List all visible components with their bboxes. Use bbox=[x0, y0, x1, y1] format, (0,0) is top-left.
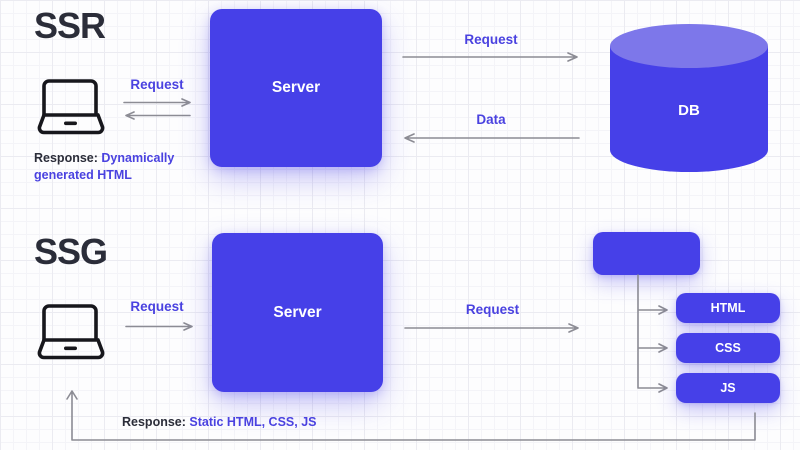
ssg-response-value: Static HTML, CSS, JS bbox=[189, 415, 317, 429]
ssr-server-label: Server bbox=[271, 79, 321, 96]
ssg-files-tree-connector bbox=[637, 274, 668, 393]
ssg-response-prefix: Response: bbox=[122, 415, 186, 429]
laptop-trackpad bbox=[64, 346, 77, 351]
ssr-server-box: Server bbox=[210, 9, 382, 167]
ssg-section-title: SSG bbox=[34, 231, 108, 272]
ssr-response-text: Response: Dynamically generated HTML bbox=[34, 150, 196, 184]
ssr-db-data-arrow bbox=[404, 133, 580, 143]
ssr-db-data-label: Data bbox=[476, 112, 506, 127]
ssg-files-request-label: Request bbox=[465, 302, 520, 317]
ssg-laptop-icon bbox=[37, 304, 105, 360]
ssr-client-request-arrow bbox=[123, 98, 191, 107]
ssr-client-request-label: Request bbox=[130, 77, 184, 92]
ssg-client-request-label: Request bbox=[130, 299, 184, 314]
ssg-files-box bbox=[593, 232, 700, 275]
ssg-file-label-html: HTML bbox=[710, 301, 746, 315]
ssr-db-label: DB bbox=[678, 102, 700, 119]
ssg-file-box-js: JS bbox=[676, 373, 780, 403]
ssg-response-text: Response: Static HTML, CSS, JS bbox=[122, 414, 442, 431]
ssr-db-request-arrow bbox=[402, 52, 578, 62]
ssg-file-box-css: CSS bbox=[676, 333, 780, 363]
ssr-response-prefix: Response: bbox=[34, 151, 98, 165]
ssg-server-label: Server bbox=[273, 303, 322, 321]
ssg-file-label-css: CSS bbox=[715, 341, 741, 355]
ssg-client-request-arrow bbox=[125, 322, 193, 331]
ssg-response-arrow bbox=[66, 390, 756, 441]
database-icon: DB bbox=[610, 24, 768, 172]
ssg-files-request-arrow bbox=[404, 323, 579, 333]
ssg-file-label-js: JS bbox=[720, 381, 736, 395]
ssr-section-title: SSR bbox=[34, 5, 106, 46]
ssr-laptop-icon bbox=[37, 79, 105, 135]
ssg-file-box-html: HTML bbox=[676, 293, 780, 323]
ssg-server-box: Server bbox=[212, 233, 383, 392]
ssr-server-response-arrow bbox=[125, 111, 191, 120]
laptop-trackpad bbox=[64, 121, 77, 126]
ssr-response-value: Dynamically generated HTML bbox=[34, 151, 175, 182]
ssr-db-request-label: Request bbox=[464, 32, 518, 47]
